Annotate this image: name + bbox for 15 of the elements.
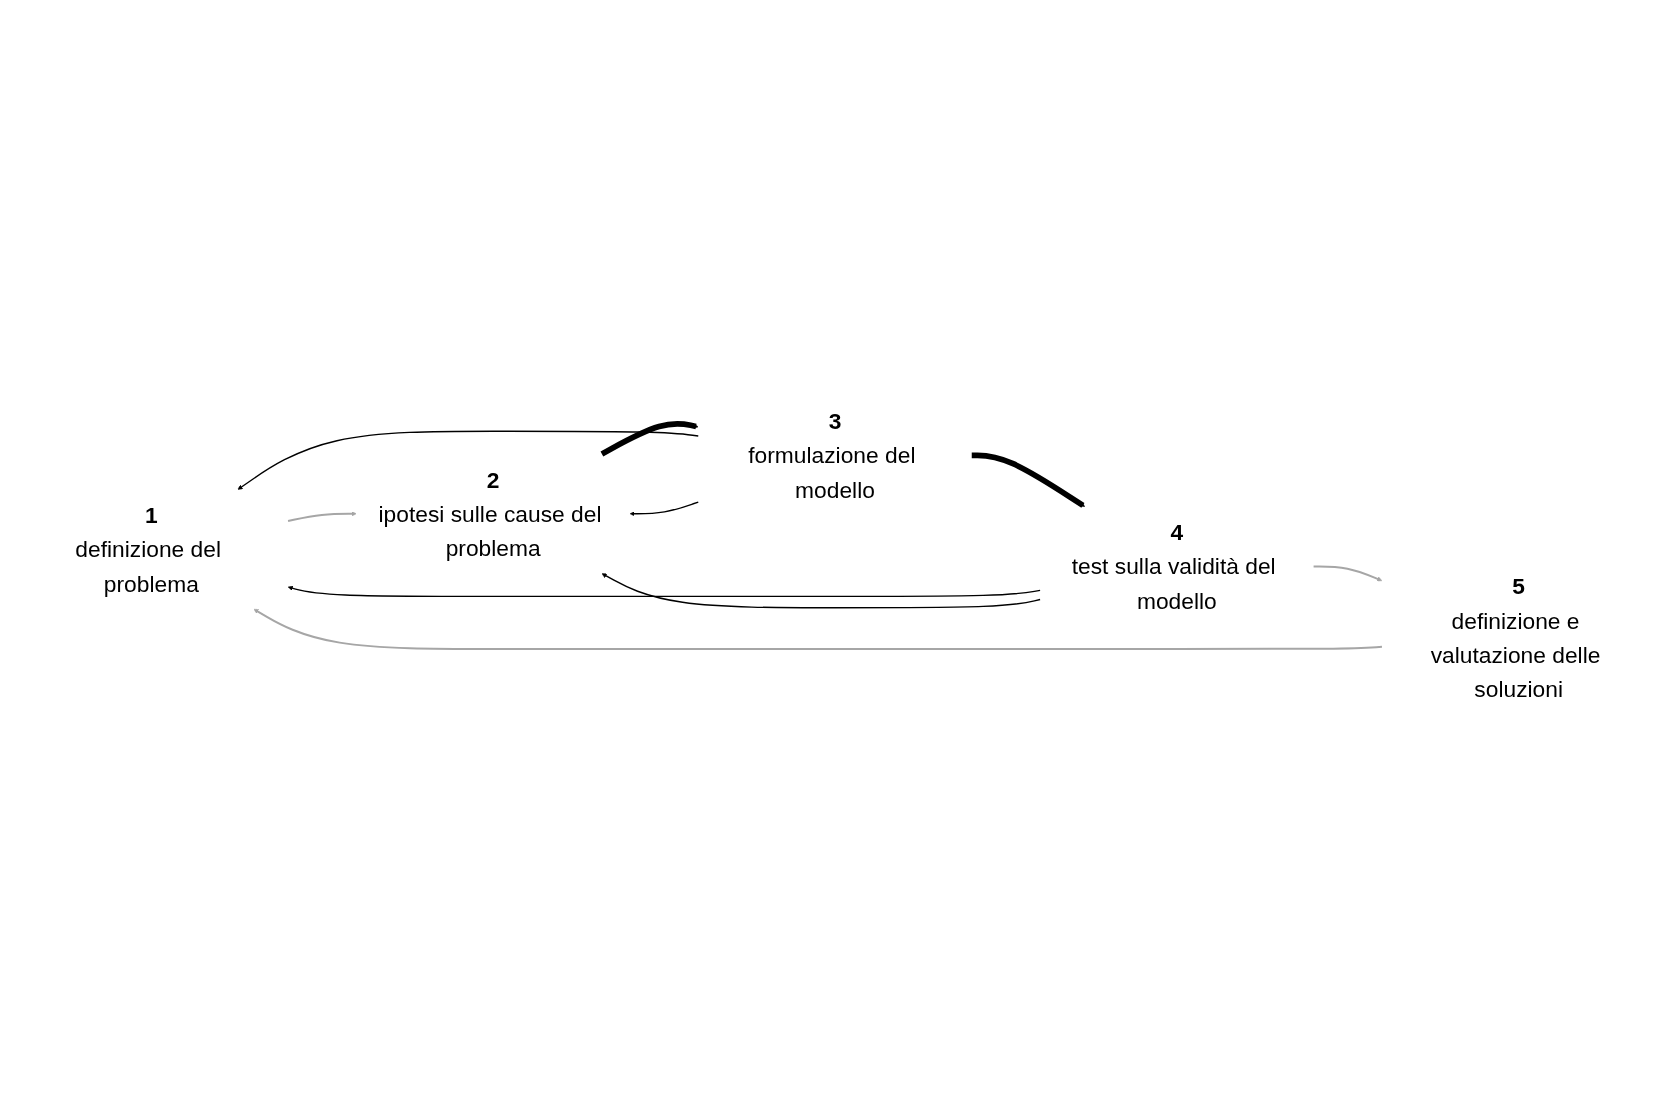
arrow bbox=[601, 573, 1041, 609]
node-text: 4 test sulla validità del modello bbox=[1071, 519, 1276, 614]
arrow bbox=[237, 430, 699, 490]
arrow bbox=[600, 420, 699, 457]
arrow bbox=[287, 585, 1041, 597]
arrow bbox=[971, 452, 1086, 508]
node-text: 2 ipotesi sulle cause del problema bbox=[378, 466, 602, 561]
arrow bbox=[629, 501, 699, 517]
arrow bbox=[1312, 565, 1383, 582]
node-text: 3 formulazione del modello bbox=[748, 408, 916, 503]
node-text: 5 definizione e valutazione delle soluzioni bbox=[1430, 573, 1601, 702]
arrow bbox=[287, 511, 357, 522]
arrow bbox=[253, 608, 1383, 650]
node-text: 1 definizione del problema bbox=[75, 502, 221, 597]
flowchart: 1 definizione del problema 2 ipotesi sulle cause del problema 3 formulazione del modello 4 test sulla validità del modello 5 definizione e valutazione delle soluzioni bbox=[10, 390, 1660, 720]
